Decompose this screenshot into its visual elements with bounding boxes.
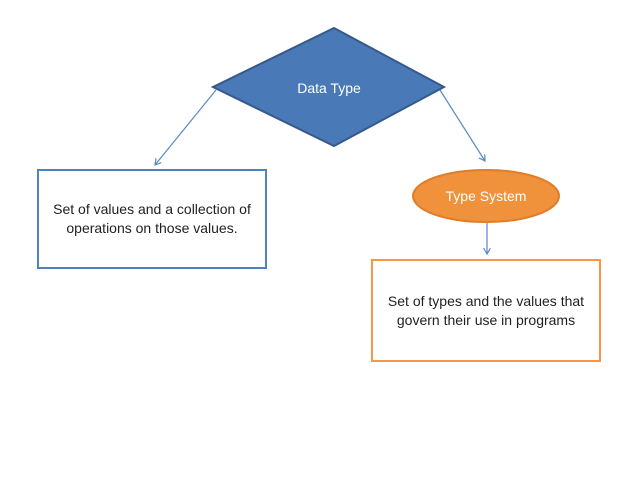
values-definition-line2: operations on those values. <box>66 220 238 236</box>
type-system-ellipse-shape <box>412 169 560 223</box>
values-definition-box: Set of values and a collection of operat… <box>37 169 267 269</box>
types-definition-text: Set of types and the values that govern … <box>388 292 584 330</box>
data-type-label: Data Type <box>297 80 361 96</box>
types-definition-line1: Set of types and the values that <box>387 292 585 309</box>
connector-datatype-to-typesystem <box>439 89 485 161</box>
types-definition-line2: govern their use in programs <box>396 311 576 328</box>
data-type-diamond-shape <box>210 26 447 148</box>
values-definition-text: Set of values and a collection of operat… <box>53 200 251 238</box>
types-definition-box: Set of types and the values that govern … <box>371 259 601 362</box>
type-system-label: Type System <box>445 188 527 204</box>
connector-datatype-to-values <box>155 89 217 165</box>
values-definition-line1: Set of values and a collection of <box>53 201 251 217</box>
